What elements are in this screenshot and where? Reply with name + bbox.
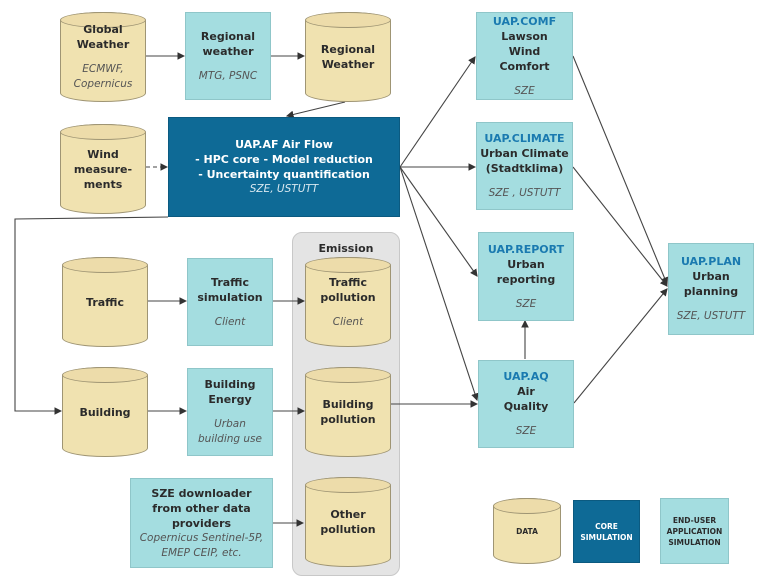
legend-data: DATA [493, 498, 561, 564]
arrow-af-to-building [14, 216, 169, 415]
title: Building Energy [204, 378, 256, 406]
source: SZE [515, 297, 537, 310]
title: Building pollution [320, 398, 376, 426]
source: SZE [515, 425, 537, 437]
arrow-af-to-comf [399, 56, 476, 168]
source: SZE , USTUTT [488, 187, 561, 199]
air-flow-core: UAP.AF Air Flow - HPC core - Model reduct… [168, 117, 400, 217]
id: UAP.COMF [492, 14, 557, 28]
title: Traffic [86, 295, 124, 309]
legend-data-label: DATA [516, 526, 538, 536]
title: Urban Climate (Stadtklima) [480, 147, 569, 175]
legend-enduser-label: END-USER APPLICATION SIMULATION [666, 515, 723, 547]
arrow-aq-to-plan [573, 288, 668, 404]
other-pollution-data: Other pollution [305, 477, 391, 567]
title: Other pollution [320, 508, 376, 536]
id: UAP.REPORT [487, 242, 565, 256]
source: SZE, USTUTT [676, 310, 746, 322]
title: Regional weather [200, 29, 256, 58]
source: Client [332, 315, 364, 328]
title: Urban planning [683, 270, 739, 298]
id: UAP.PLAN [680, 255, 742, 268]
sze-downloader: SZE downloader from other data providers… [130, 478, 273, 568]
legend-core-label: CORE SIMULATION [580, 521, 633, 542]
source: Client [214, 315, 246, 328]
source: ECMWF, Copernicus [73, 63, 133, 90]
arrow-af-to-report [399, 166, 478, 277]
source: SZE, USTUTT [249, 183, 319, 195]
title: Urban reporting [496, 257, 556, 286]
regional-weather-data: Regional Weather [305, 12, 391, 102]
title: UAP.AF Air Flow [235, 138, 333, 151]
title: Traffic simulation [197, 275, 263, 304]
climate-app: UAP.CLIMATE Urban Climate (Stadtklima) SZE… [476, 122, 573, 210]
id: UAP.AQ [503, 370, 549, 383]
wind-measurements-data: Wind measure-ments [60, 124, 146, 214]
title: Building [79, 405, 131, 419]
title: Air Quality [503, 385, 549, 413]
title: SZE downloader from other data providers [151, 486, 252, 530]
title: Regional Weather [320, 43, 376, 71]
line2: - Uncertainty quantification [198, 168, 370, 181]
traffic-data: Traffic [62, 257, 148, 347]
title: Wind measure-ments [73, 147, 133, 191]
legend-core-simulation: CORE SIMULATION [573, 500, 640, 563]
title: Global Weather [76, 23, 130, 51]
title: Traffic pollution [320, 275, 376, 304]
source: Copernicus Sentinel-5P, EMEP CEIP, etc. [139, 531, 264, 559]
title: Lawson Wind Comfort [499, 29, 550, 73]
id: UAP.CLIMATE [484, 132, 565, 145]
legend-end-user: END-USER APPLICATION SIMULATION [660, 498, 729, 564]
line1: - HPC core - Model reduction [195, 153, 373, 166]
source: MTG, PSNC [198, 69, 258, 82]
emission-label: Emission [318, 242, 374, 255]
source: Urban building use [198, 418, 262, 445]
building-pollution-data: Building pollution [305, 367, 391, 457]
arrow-regional-to-af [285, 101, 346, 119]
arrow-af-to-aq [399, 166, 479, 402]
source: SZE [514, 84, 535, 97]
building-data: Building [62, 367, 148, 457]
arrow-comf-to-plan [572, 55, 669, 286]
arrow-climate-to-plan [572, 166, 668, 287]
